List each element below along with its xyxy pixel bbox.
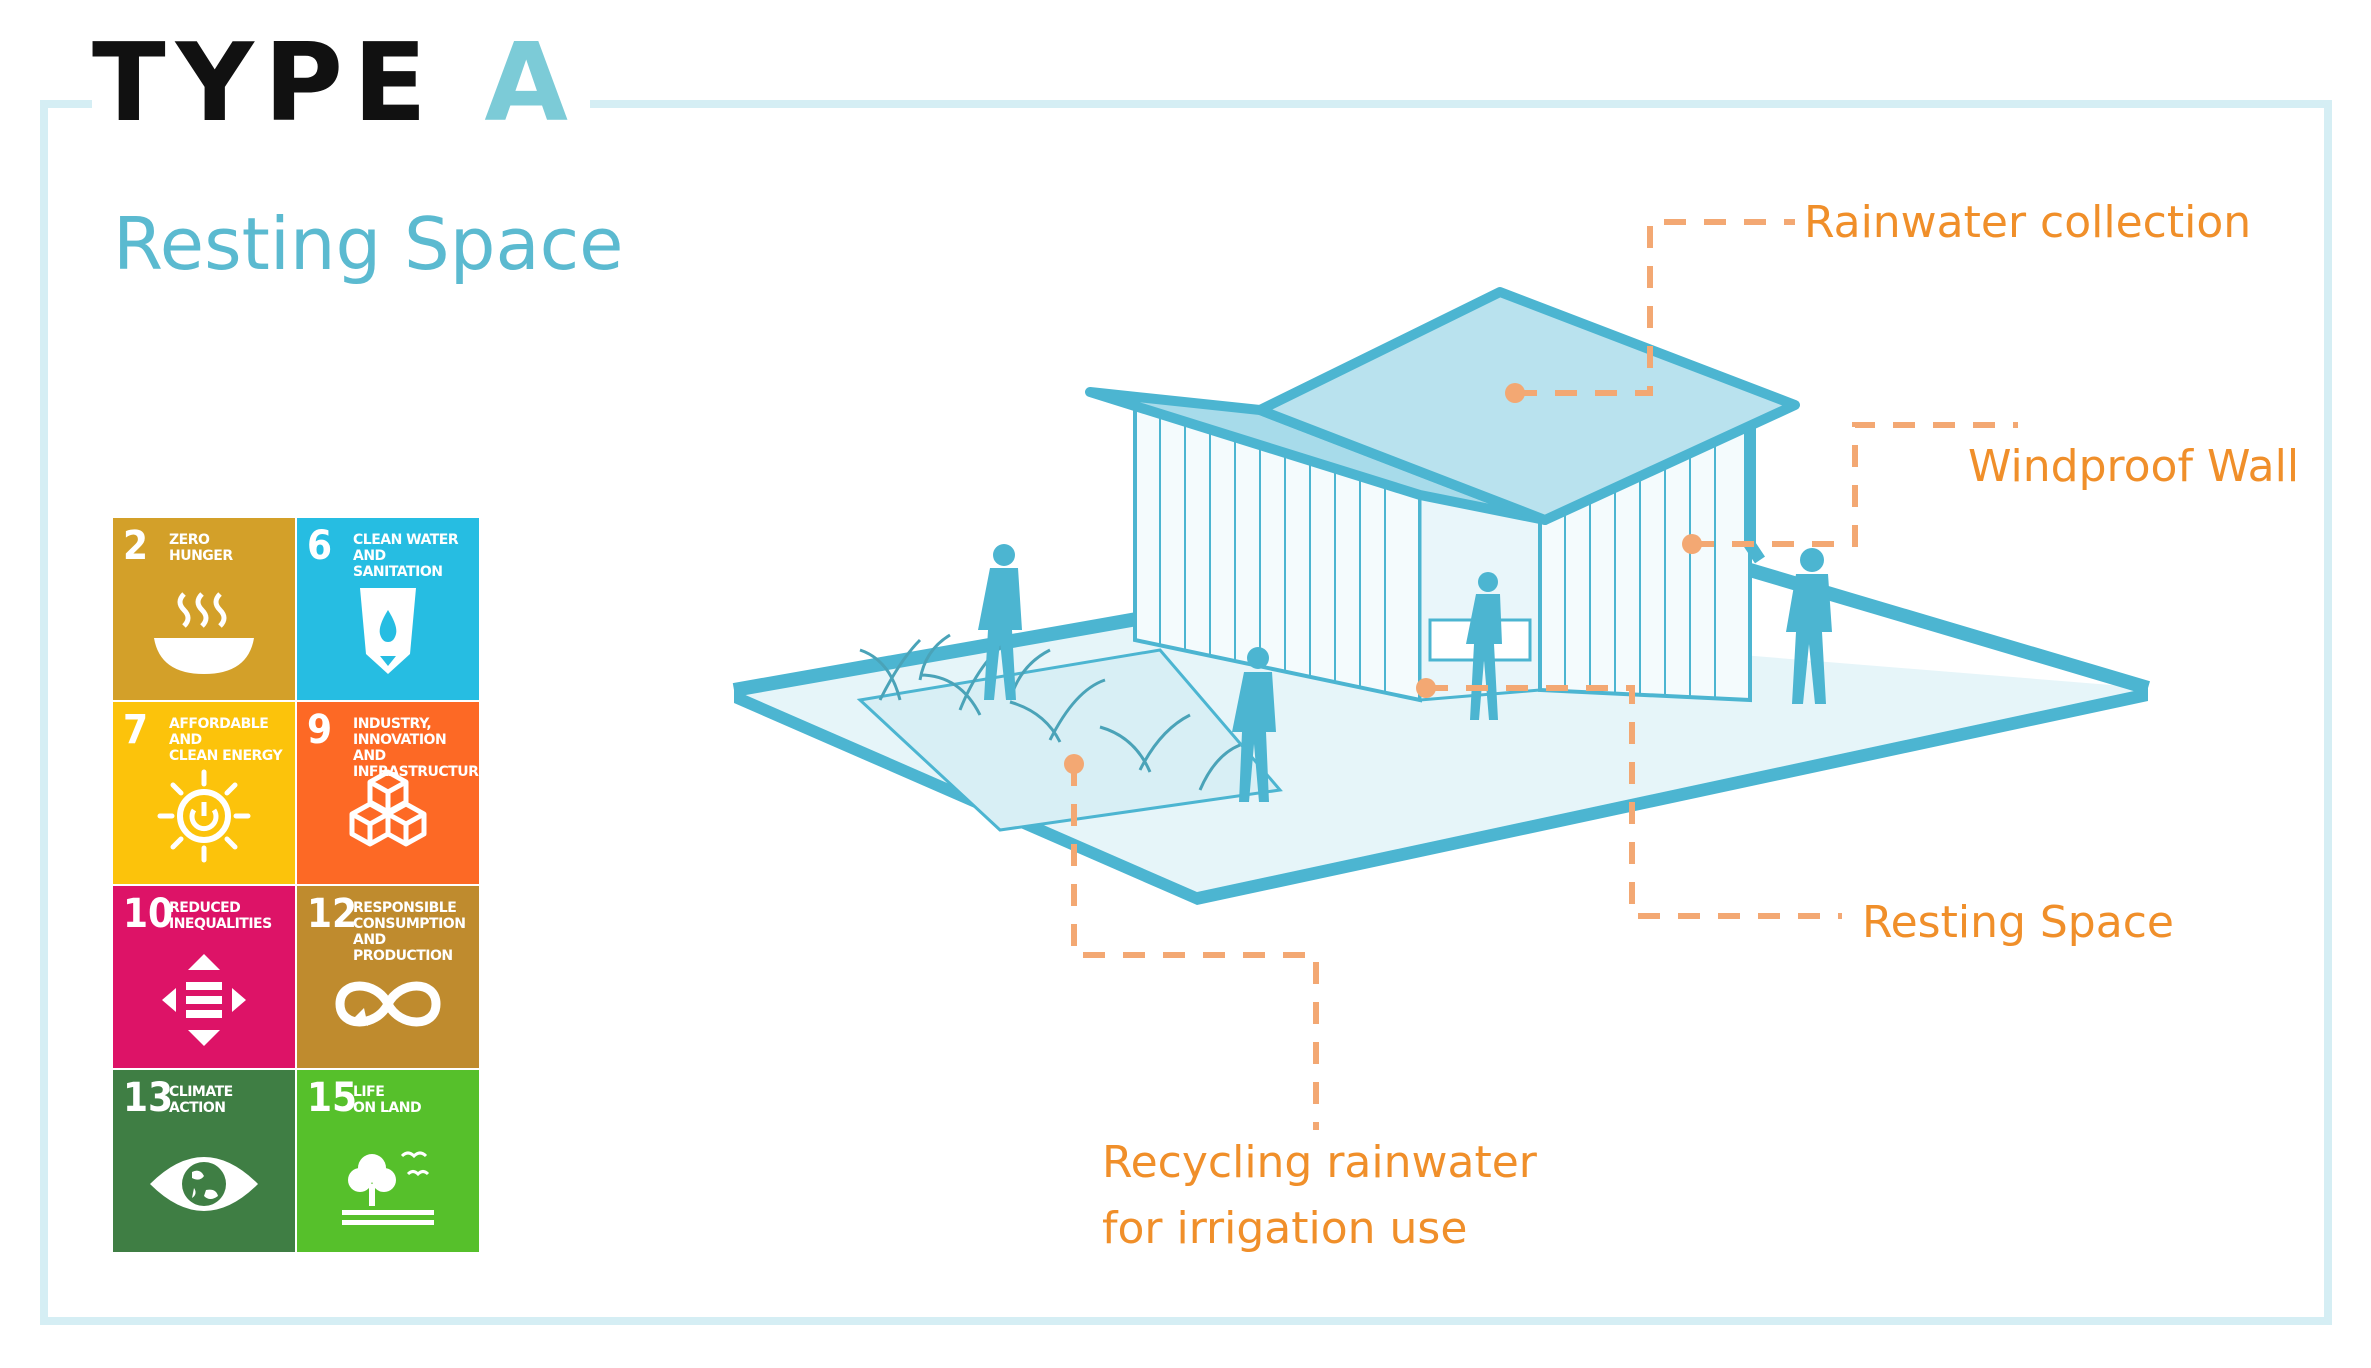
diagram-frame: [40, 100, 2332, 1325]
sdg-label: ZERO HUNGER: [169, 532, 233, 565]
callout-rainwater-collection: Rainwater collection: [1804, 197, 2252, 248]
leader-windproof: [1692, 422, 2018, 547]
sdg-tile-9: 9 INDUSTRY, INNOVATION AND INFRASTRUCTUR…: [296, 701, 480, 885]
person-silhouette: [1232, 647, 1276, 802]
bowl-icon: [113, 578, 295, 686]
callout-leaders: [1071, 219, 2018, 1130]
equality-arrows-icon: [113, 946, 295, 1054]
butterfly-roof: [1085, 287, 1800, 525]
sdg-tile-12: 12 RESPONSIBLE CONSUMPTION AND PRODUCTIO…: [296, 885, 480, 1069]
callout-resting-space: Resting Space: [1862, 897, 2174, 948]
person-silhouette: [1786, 548, 1832, 704]
sdg-label: INDUSTRY, INNOVATION AND INFRASTRUCTURE: [353, 716, 480, 781]
callout-dots: [1064, 383, 1702, 774]
leader-resting: [1426, 685, 1842, 919]
sdg-tile-2: 2 ZERO HUNGER: [112, 517, 296, 701]
sdg-number: 10: [123, 891, 174, 937]
sdg-number: 2: [123, 523, 149, 569]
sdg-number: 15: [307, 1075, 358, 1121]
sdg-number: 13: [123, 1075, 174, 1121]
eye-globe-icon: [113, 1130, 295, 1238]
sdg-label: CLEAN WATER AND SANITATION: [353, 532, 459, 581]
sdg-tile-13: 13 CLIMATE ACTION: [112, 1069, 296, 1253]
sdg-label: CLIMATE ACTION: [169, 1084, 233, 1117]
sdg-number: 12: [307, 891, 358, 937]
sdg-label: REDUCED INEQUALITIES: [169, 900, 272, 933]
sun-power-icon: [113, 762, 295, 870]
sdg-number: 6: [307, 523, 333, 569]
sdg-tile-15: 15 LIFE ON LAND: [296, 1069, 480, 1253]
sdg-tile-7: 7 AFFORDABLE AND CLEAN ENERGY: [112, 701, 296, 885]
type-word: TYPE: [92, 21, 437, 146]
sdg-grid: 2 ZERO HUNGER 6 CLEAN WATER AND SANITATI…: [112, 517, 480, 1253]
sdg-number: 9: [307, 707, 333, 753]
people: [978, 544, 1832, 802]
planting-bed: [856, 633, 1283, 832]
person-silhouette: [978, 544, 1022, 700]
leader-recycling: [1071, 764, 1319, 1130]
sdg-label: AFFORDABLE AND CLEAN ENERGY: [169, 716, 283, 765]
water-glass-icon: [297, 578, 479, 686]
infinity-icon: [297, 946, 479, 1054]
tree-birds-icon: [297, 1130, 479, 1238]
sdg-label: RESPONSIBLE CONSUMPTION AND PRODUCTION: [353, 900, 466, 965]
sdg-tile-10: 10 REDUCED INEQUALITIES: [112, 885, 296, 1069]
leader-rainwater: [1515, 219, 1795, 396]
type-title: TYPE A: [92, 30, 591, 138]
sdg-number: 7: [123, 707, 149, 753]
callout-recycling-rainwater: Recycling rainwater for irrigation use: [1102, 1137, 1537, 1254]
callout-windproof-wall: Windproof Wall: [1968, 441, 2300, 492]
cubes-icon: [297, 762, 479, 870]
slat-wall-left: [1133, 402, 1422, 703]
type-letter: A: [484, 21, 579, 146]
subtitle: Resting Space: [113, 202, 624, 286]
sdg-tile-6: 6 CLEAN WATER AND SANITATION: [296, 517, 480, 701]
sdg-label: LIFE ON LAND: [353, 1084, 422, 1117]
